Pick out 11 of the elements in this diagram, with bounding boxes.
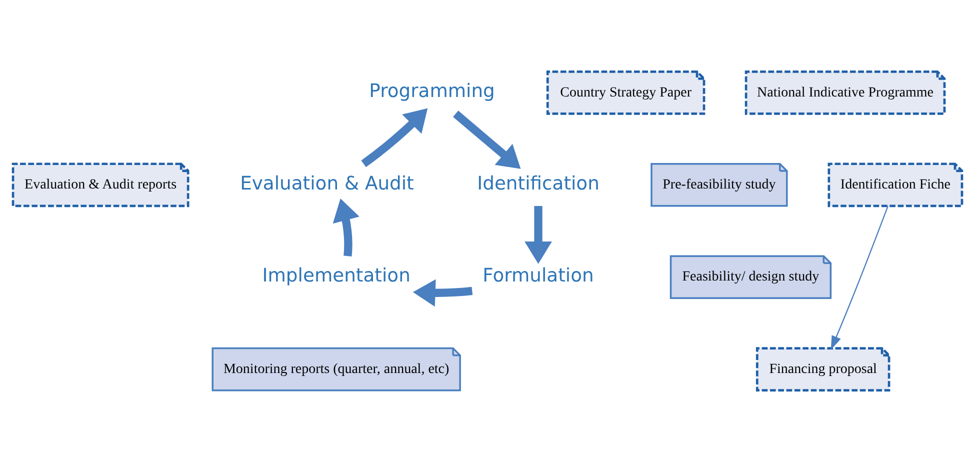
node-text: Formulation	[482, 265, 594, 286]
node-text: Identification	[477, 172, 600, 194]
arrow	[524, 206, 552, 264]
node-text: Evaluation & Audit	[240, 172, 414, 194]
node-text: Programming	[369, 80, 495, 102]
node-text: Implementation	[262, 265, 410, 286]
arrow	[412, 278, 473, 306]
arrow	[830, 205, 889, 350]
arrow	[332, 198, 360, 256]
arrow	[453, 110, 521, 168]
arrow	[361, 108, 428, 167]
